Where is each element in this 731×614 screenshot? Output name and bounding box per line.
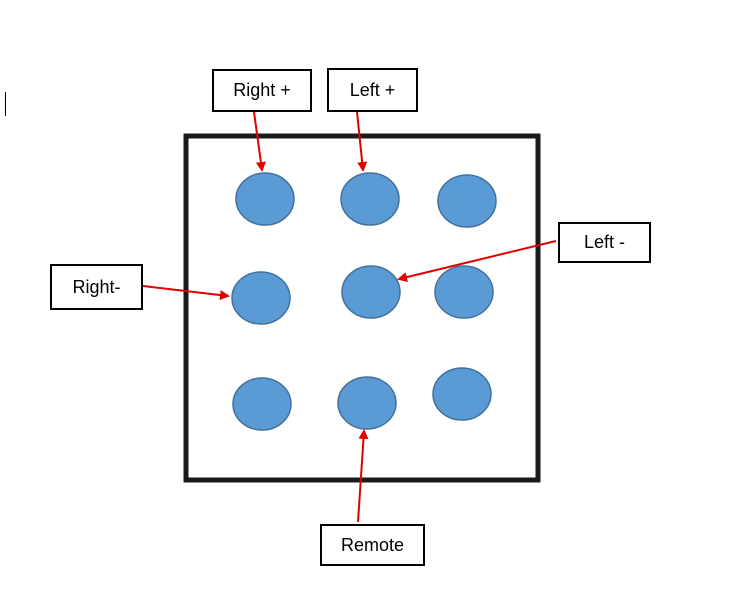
arrow-left-minus: [397, 240, 557, 282]
electrode-r1c1: [235, 172, 295, 226]
electrode-r2c1: [231, 271, 291, 325]
electrode-r1c3: [437, 174, 497, 228]
label-left-minus-text: Left -: [583, 232, 626, 252]
electrode-grid: [231, 172, 497, 431]
electrode-r1c2: [340, 172, 400, 226]
arrow-remote: [357, 429, 369, 523]
label-right-minus: Right-: [50, 264, 143, 310]
arrow-right-minus: [142, 285, 230, 301]
arrow-left-plus: [356, 111, 368, 172]
label-left-minus: Left -: [558, 222, 651, 263]
label-remote-text: Remote: [340, 534, 405, 555]
label-right-minus-text: Right-: [72, 276, 121, 297]
text-cursor: [5, 92, 6, 116]
label-right-plus: Right +: [212, 69, 312, 112]
label-left-plus-text: Left +: [349, 79, 396, 100]
arrow-right-plus: [253, 111, 266, 172]
electrode-r3c2: [337, 376, 397, 430]
label-left-plus: Left +: [327, 68, 418, 112]
label-remote: Remote: [320, 524, 425, 566]
grid-frame: [183, 133, 541, 483]
electrode-r2c3: [434, 265, 494, 319]
label-right-plus-text: Right +: [233, 80, 291, 100]
electrode-r3c3: [432, 367, 492, 421]
electrode-r3c1: [232, 377, 292, 431]
electrode-r2c2: [341, 265, 401, 319]
